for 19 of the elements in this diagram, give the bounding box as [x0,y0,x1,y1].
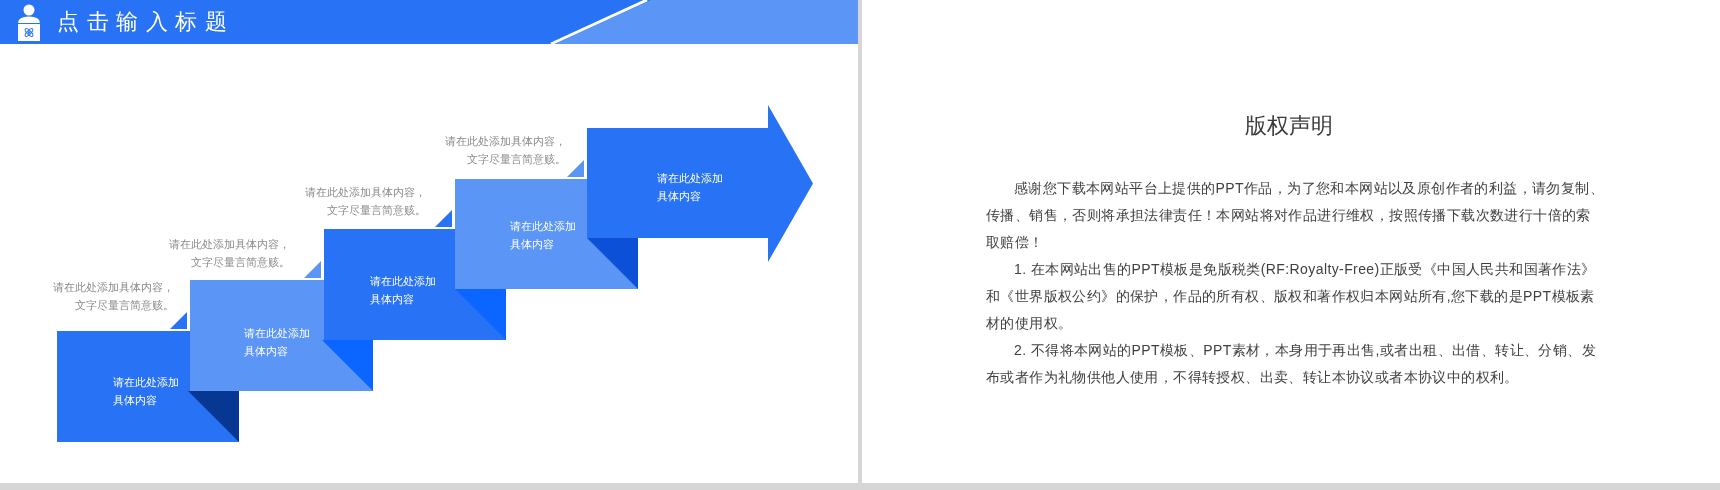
triangle-arrow [435,210,452,227]
step-text: 请在此处添加具体内容 [510,219,577,252]
step-text: 请在此处添加具体内容 [113,375,180,408]
annotation-text: 请在此处添加具体内容，文字尽量言简意赅。 [444,134,566,167]
triangle-arrow [567,160,584,177]
step-text: 请在此处添加具体内容 [657,171,724,204]
body-paragraph: 2. 不得将本网站的PPT模板、PPT素材，本身用于再出售,或者出租、出借、转让、分销、发布或者作为礼物供他人使用，不得转授权、出卖、转让本协议或者本协议中的权利。 [986,341,1597,387]
step-text: 请在此处添加具体内容 [244,326,311,359]
annotation-text: 请在此处添加具体内容，文字尽量言简意赅。 [52,280,174,313]
heading: 版权声明 [1245,112,1333,140]
annotation-text: 请在此处添加具体内容，文字尽量言简意赅。 [168,237,290,270]
annotation-text: 请在此处添加具体内容，文字尽量言简意赅。 [304,185,426,218]
step-text: 请在此处添加具体内容 [370,274,437,307]
triangle-arrow [170,312,187,329]
slide-title: 点击输入标题 [57,9,235,35]
body-paragraph: 感谢您下载本网站平台上提供的PPT作品，为了您和本网站以及原创作者的利益，请勿复制、传播、销售，否则将承担法律责任！本网站将对作品进行维权，按照传播下载次数进行十倍的索取赔偿！ [986,179,1605,252]
body-paragraph: 1. 在本网站出售的PPT模板是免版税类(RF:Royalty-Free)正版受《中国人民共和国著作法》和《世界版权公约》的保护，作品的所有权、版权和著作权归本网站所有,您下载的是PPT模板素材的使用权。 [986,260,1597,333]
arrow-shape [587,105,813,262]
triangle-arrow [304,261,321,278]
